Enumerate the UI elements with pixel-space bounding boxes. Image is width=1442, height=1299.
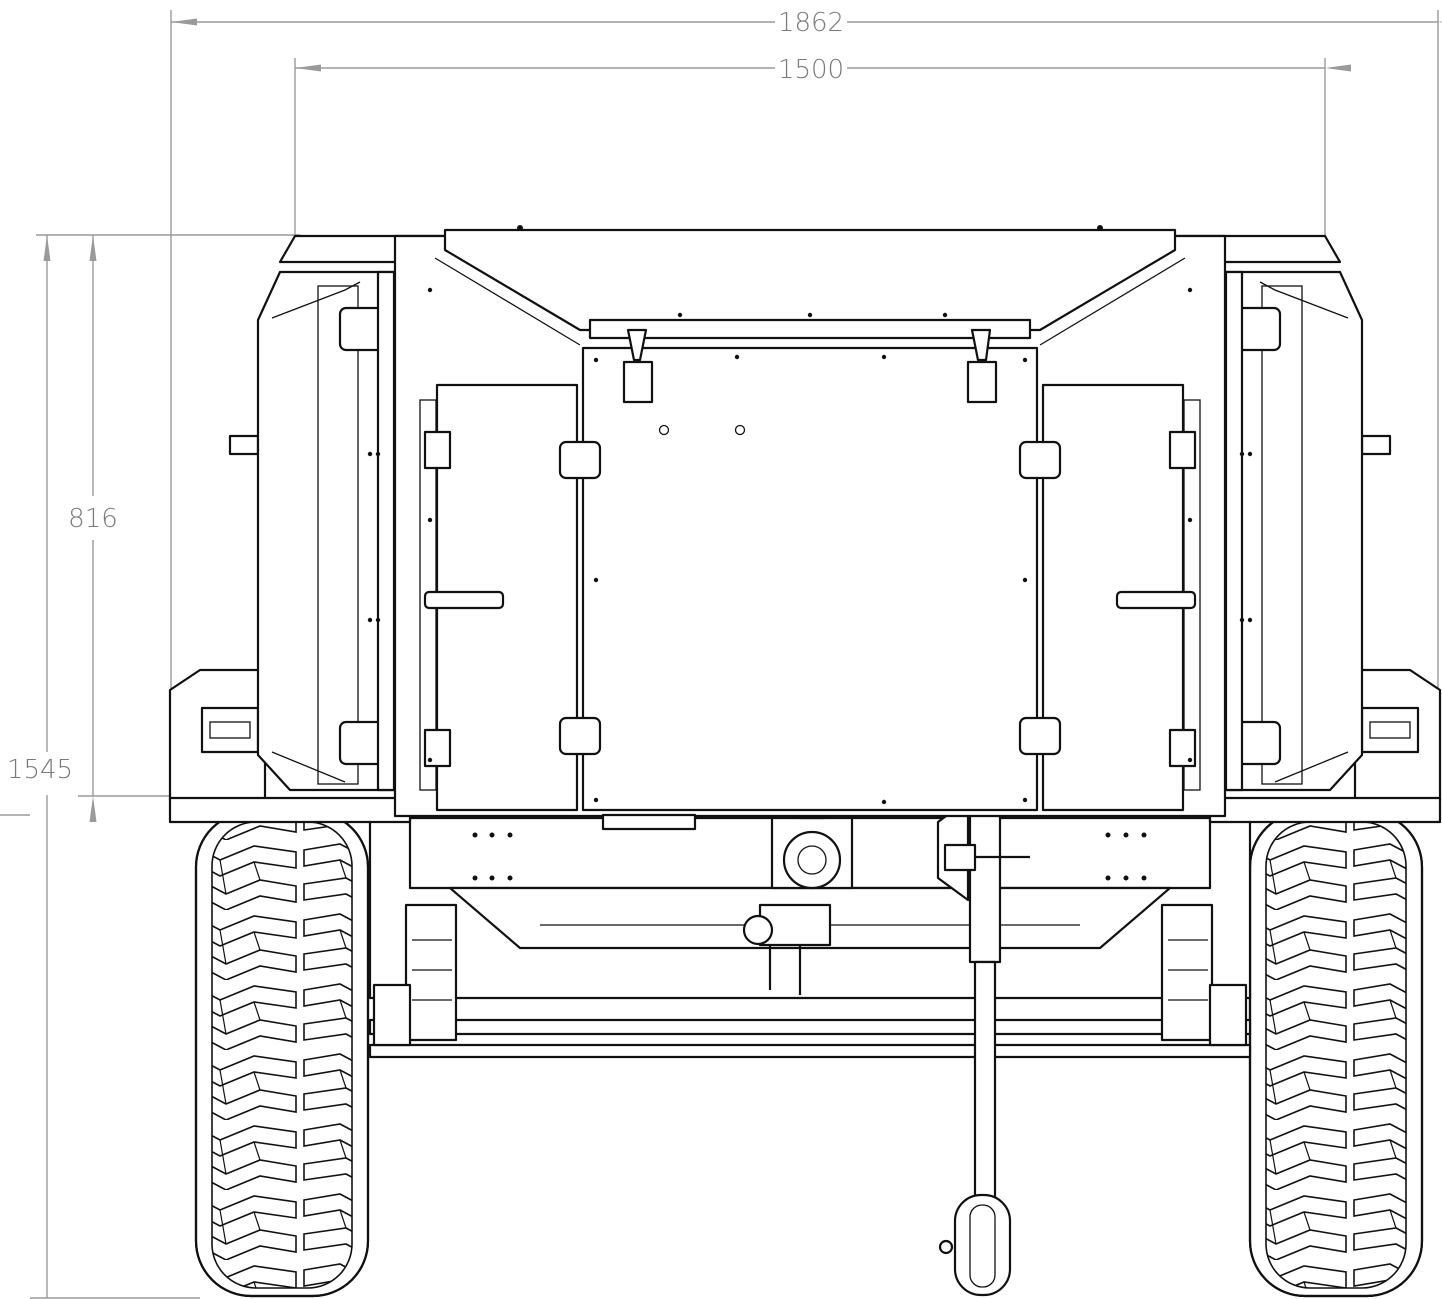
dimension-annotations: 1862 1500 816 1545 [0,8,1442,1299]
left-wheel [194,810,370,1298]
overall-height-dimension: 1545 [7,755,73,785]
overall-width-dimension: 1862 [778,8,844,38]
body-height-dimension: 816 [68,504,118,534]
rear-body [367,225,1253,831]
right-fender [1208,434,1442,824]
left-fender [168,434,412,824]
right-wheel [1248,810,1424,1298]
track-width-dimension: 1500 [778,55,844,85]
